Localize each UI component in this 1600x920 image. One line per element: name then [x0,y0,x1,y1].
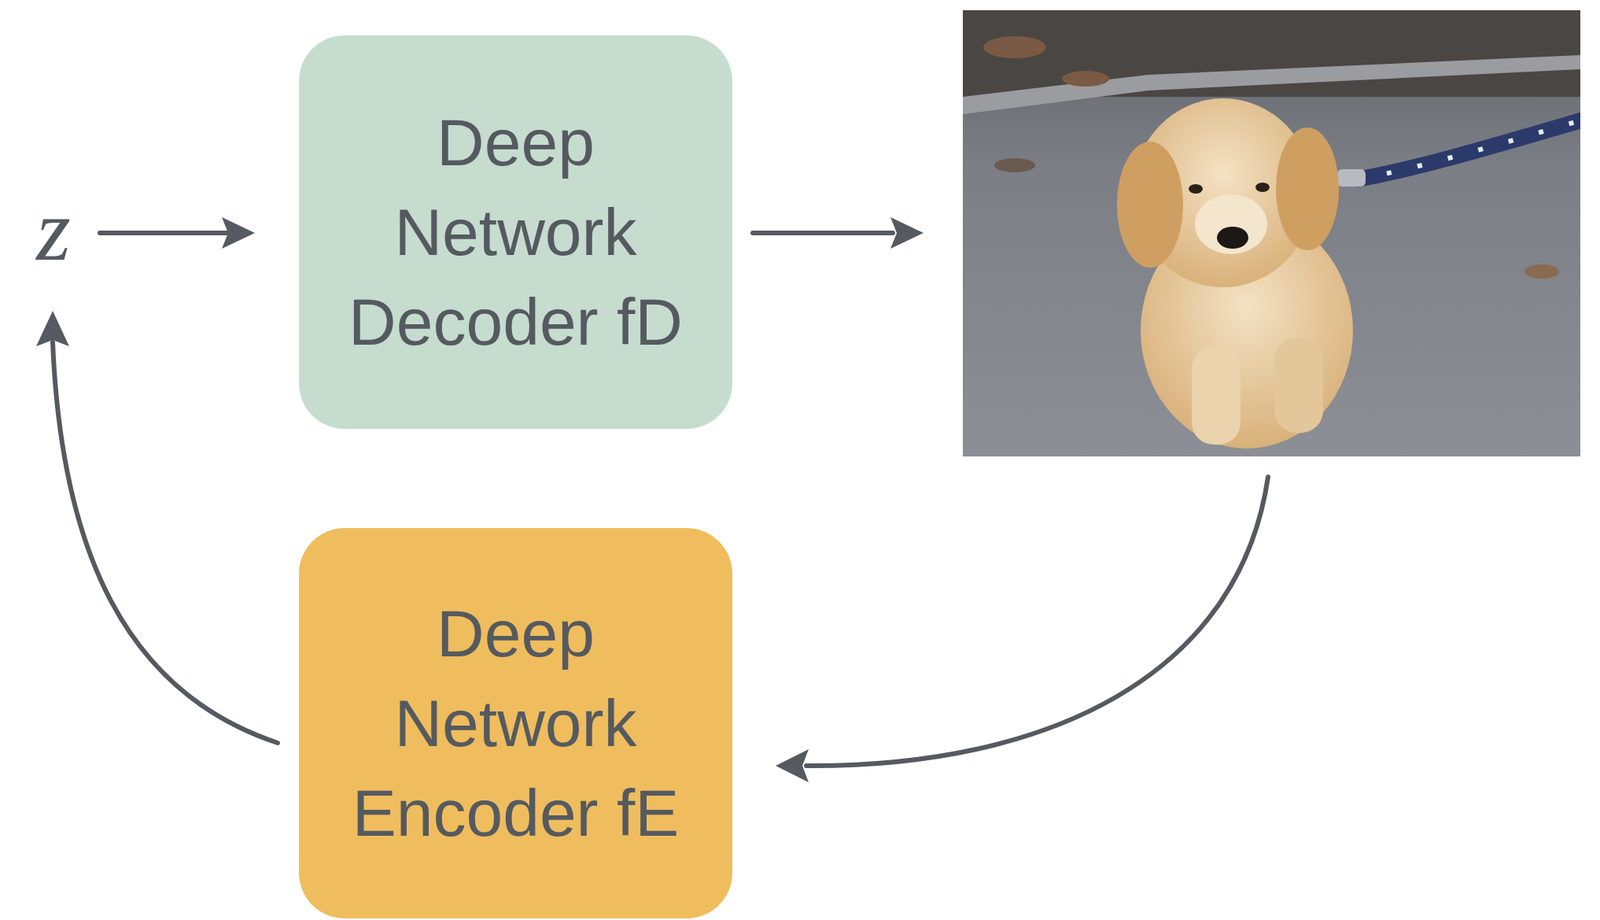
puppy-ear [1275,127,1339,251]
leaf [983,36,1047,59]
box-text: Deep Network Decoder fD [331,97,701,368]
encoder-box: Deep Network Encoder fE [298,527,733,918]
puppy-ear [1117,141,1184,268]
puppy-eye [1255,182,1270,192]
latent-variable: z [36,185,71,274]
arrow-head [890,217,924,249]
arrow-line [99,230,229,236]
arrow-curve [52,342,278,743]
puppy-nose [1216,226,1249,249]
arrow-head [775,748,809,782]
decoder-box: Deep Network Decoder fD [298,35,733,429]
leaf [1524,264,1560,279]
puppy-leg [1274,338,1324,433]
leash-dots [1356,117,1581,180]
leash-clip [1337,169,1366,187]
arrow-head [36,310,70,347]
leash [1356,117,1581,180]
arrow-head [221,217,255,249]
puppy-photo [962,10,1581,457]
puppy-eye [1188,184,1203,194]
arrow-line [752,230,893,236]
curb [962,55,1581,115]
arrow-curve [806,476,1269,766]
puppy-leg [1191,346,1241,445]
pavement [962,10,1581,457]
puppy-muzzle [1194,194,1268,255]
box-text: Deep Network Encoder fE [331,588,701,859]
leaf [1061,70,1110,87]
leaf [994,158,1036,173]
